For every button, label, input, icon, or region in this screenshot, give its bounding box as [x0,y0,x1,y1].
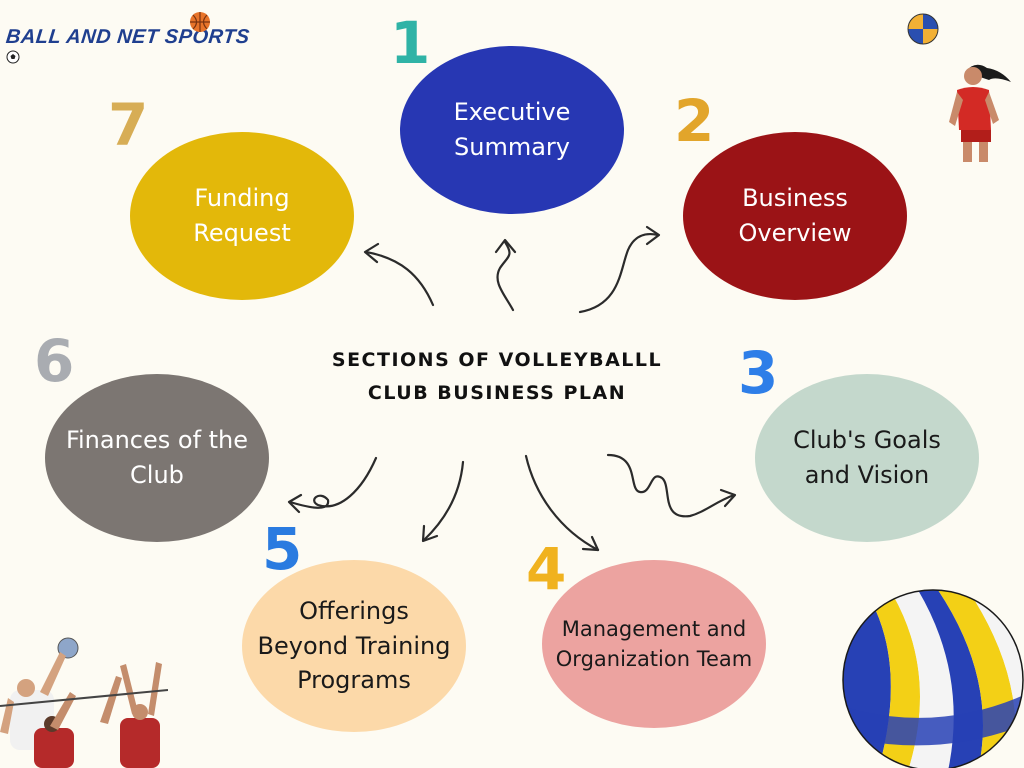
arrow-to-funding-request [364,250,435,307]
player-illustration [949,64,1011,162]
section-5-label-line-3: Programs [297,666,411,695]
section-2-label-line-1: Business [742,184,848,213]
section-5-label-line-2: Beyond Training [257,631,451,660]
section-2-label-line-2: Overview [738,219,852,247]
section-4-number: 4 [526,535,567,603]
title-line-1: SECTIONS OF VOLLEYBALLL [331,349,663,371]
section-business-overview: Business Overview [683,132,907,300]
section-5-label-line-1: Offerings [299,596,409,625]
diagram-title: SECTIONS OF VOLLEYBALLL CLUB BUSINESS PL… [300,344,694,411]
team-players-illustration [0,637,168,768]
large-volleyball-icon [842,589,1024,768]
section-clubs-goals-and-vision: Club's Goals and Vision [755,374,979,542]
arrow-to-finances [288,456,378,509]
section-6-number: 6 [34,327,75,395]
logo-soccer-icon [6,50,20,64]
section-6-label-line-2: Club [130,461,184,489]
title-line-2: CLUB BUSINESS PLAN [367,382,627,405]
arrow-to-business-overview [578,233,660,314]
arrow-to-offerings [422,460,465,542]
section-2-number: 2 [674,87,715,155]
section-4-label-line-1: Management and [561,616,747,641]
arrow-to-executive-summary [496,240,515,312]
section-1-label-line-1: Executive [453,98,571,127]
section-7-label-line-1: Funding [194,184,290,213]
section-1-label-line-2: Summary [454,133,570,161]
small-volleyball-icon [907,13,939,45]
section-1-number: 1 [390,9,431,77]
section-6-label-line-1: Finances of the [65,426,249,455]
section-7-number: 7 [108,91,149,159]
section-5-number: 5 [262,515,303,583]
section-7-label-line-2: Request [193,219,291,247]
logo-basketball-icon [190,12,210,32]
section-finances-of-the-club: Finances of the Club [45,374,269,542]
section-3-number: 3 [738,339,779,407]
section-funding-request: Funding Request [130,132,354,300]
section-management-and-organization-team: Management and Organization Team [542,560,766,728]
arrow-to-management [524,454,600,552]
section-3-label-line-2: and Vision [804,461,930,489]
section-executive-summary: Executive Summary [400,46,624,214]
section-4-label-line-2: Organization Team [555,647,753,671]
section-3-label-line-1: Club's Goals [793,426,941,455]
section-offerings-beyond-training-programs: Offerings Beyond Training Programs [242,560,466,732]
arrow-to-clubs-goals [606,453,736,518]
